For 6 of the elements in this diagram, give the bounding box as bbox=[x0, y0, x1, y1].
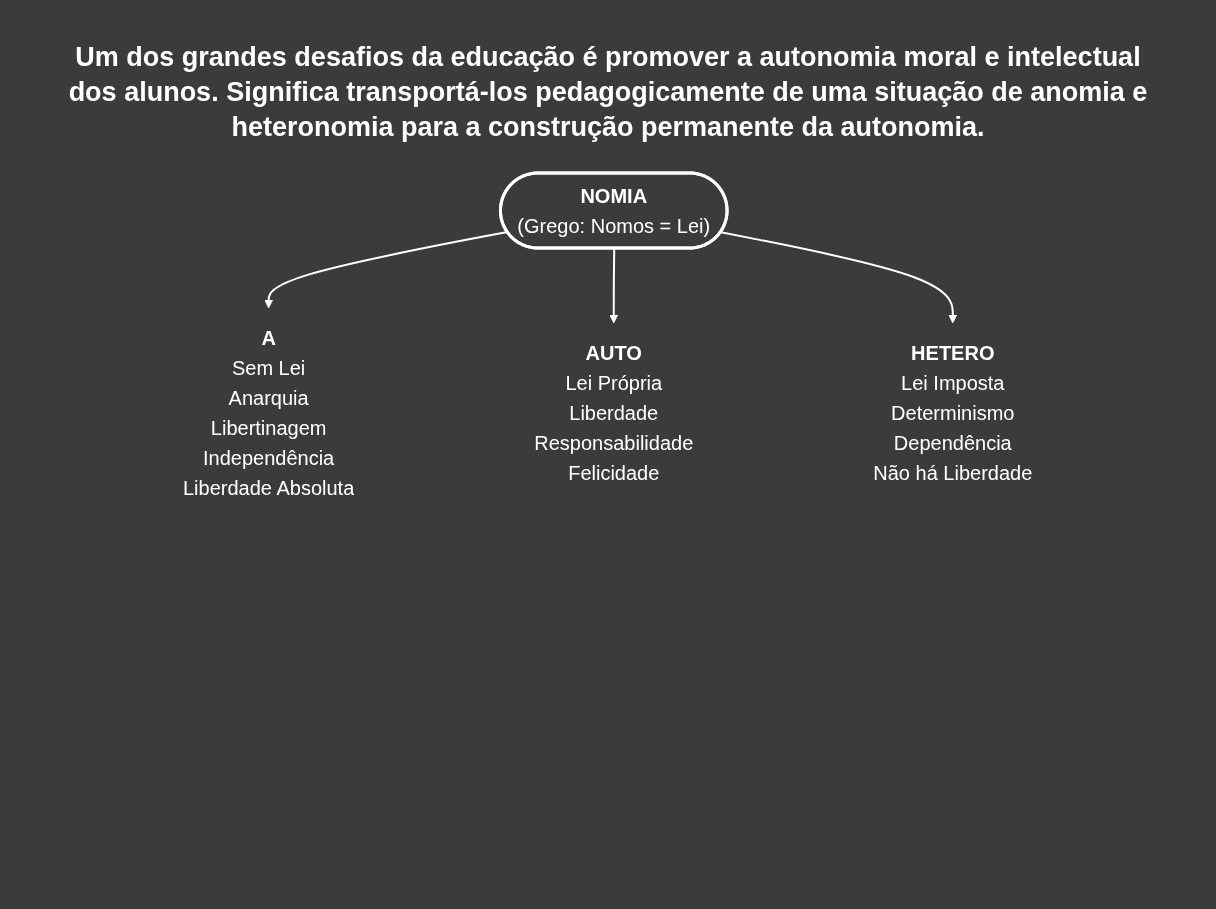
node-text: HETERO Lei Imposta Determinismo Dependência Não há Liberdade bbox=[873, 342, 1033, 485]
arrow bbox=[720, 231, 958, 324]
node-text: AUTO Lei Própria Liberdade Responsabilidade Felicidade bbox=[534, 342, 694, 485]
node-text: A Sem Lei Anarquia Libertinagem Independência Liberdade Absoluta bbox=[183, 327, 355, 500]
arrow bbox=[264, 231, 509, 309]
title: Um dos grandes desafios da educação é promover a autonomia moral e intelectual dos alunos. Significa transportá-los pedagogicamente de uma situação de anomia e heteronomia para a construção permanente da autonomia. bbox=[68, 41, 1148, 145]
